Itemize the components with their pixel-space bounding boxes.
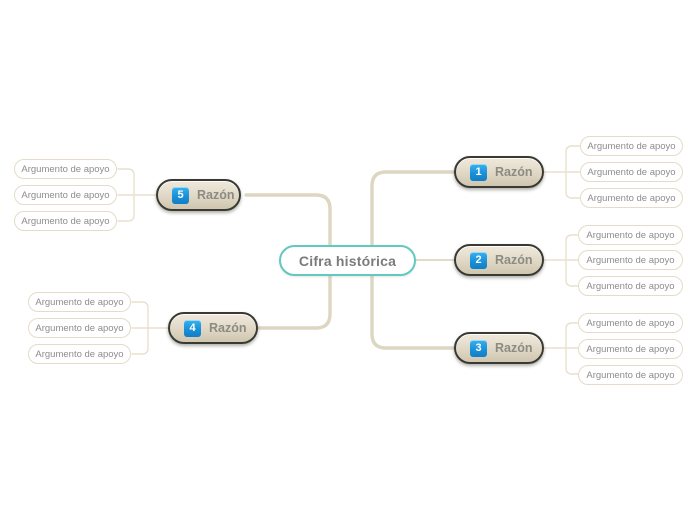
wire-reason-3-arg-1 [565,322,579,349]
reason-badge-1: 1 [470,163,487,181]
reason-label-4: Razón [209,321,247,335]
central-node[interactable]: Cifra histórica [279,245,416,276]
argument-label: Argumento de apoyo [586,280,675,292]
wire-reason-1-arg-3 [565,171,581,199]
wire-reason-5-arg-3 [117,194,135,222]
reason-node-5[interactable]: 5 Razón [156,179,241,211]
wire-reason-3-arg-3 [565,347,579,375]
wire-reason-5-arg-1 [117,168,135,196]
wire-central-to-reason-4 [256,258,332,330]
argument-label: Argumento de apoyo [587,192,676,204]
argument-label: Argumento de apoyo [35,322,124,334]
wire-reason-4-arg-1 [131,301,149,329]
wire-central-to-reason-3 [370,258,456,350]
argument-node-5-2[interactable]: Argumento de apoyo [14,185,117,205]
wire-central-to-reason-1 [370,170,456,262]
argument-node-1-2[interactable]: Argumento de apoyo [580,162,683,182]
reason-node-3[interactable]: 3 Razón [454,332,544,364]
wire-central-to-reason-5 [244,193,332,262]
wire-reason-4-arg-3 [131,327,149,355]
reason-label-3: Razón [495,341,533,355]
argument-label: Argumento de apoyo [35,348,124,360]
argument-node-1-1[interactable]: Argumento de apoyo [580,136,683,156]
argument-node-1-3[interactable]: Argumento de apoyo [580,188,683,208]
argument-node-4-1[interactable]: Argumento de apoyo [28,292,131,312]
reason-node-1[interactable]: 1 Razón [454,156,544,188]
wire-reason-1-arg-1 [565,145,581,173]
argument-label: Argumento de apoyo [587,166,676,178]
reason-badge-5: 5 [172,186,189,204]
reason-badge-4: 4 [184,319,201,337]
argument-label: Argumento de apoyo [586,369,675,381]
argument-label: Argumento de apoyo [587,140,676,152]
reason-label-5: Razón [197,188,235,202]
central-node-label: Cifra histórica [298,252,397,269]
argument-node-3-1[interactable]: Argumento de apoyo [578,313,683,333]
reason-node-2[interactable]: 2 Razón [454,244,544,276]
argument-node-5-1[interactable]: Argumento de apoyo [14,159,117,179]
argument-node-2-3[interactable]: Argumento de apoyo [578,276,683,296]
reason-badge-3: 3 [470,339,487,357]
argument-label: Argumento de apoyo [21,189,110,201]
wire-reason-2-arg-1 [565,234,579,261]
argument-label: Argumento de apoyo [586,317,675,329]
argument-label: Argumento de apoyo [586,229,675,241]
wire-reason-2-arg-3 [565,259,579,287]
argument-label: Argumento de apoyo [586,343,675,355]
argument-node-3-3[interactable]: Argumento de apoyo [578,365,683,385]
reason-label-2: Razón [495,253,533,267]
argument-node-5-3[interactable]: Argumento de apoyo [14,211,117,231]
argument-label: Argumento de apoyo [586,254,675,266]
argument-label: Argumento de apoyo [21,215,110,227]
reason-node-4[interactable]: 4 Razón [168,312,258,344]
argument-node-2-1[interactable]: Argumento de apoyo [578,225,683,245]
reason-label-1: Razón [495,165,533,179]
argument-label: Argumento de apoyo [35,296,124,308]
reason-badge-2: 2 [470,251,487,269]
argument-node-3-2[interactable]: Argumento de apoyo [578,339,683,359]
argument-label: Argumento de apoyo [21,163,110,175]
argument-node-4-3[interactable]: Argumento de apoyo [28,344,131,364]
argument-node-4-2[interactable]: Argumento de apoyo [28,318,131,338]
argument-node-2-2[interactable]: Argumento de apoyo [578,250,683,270]
